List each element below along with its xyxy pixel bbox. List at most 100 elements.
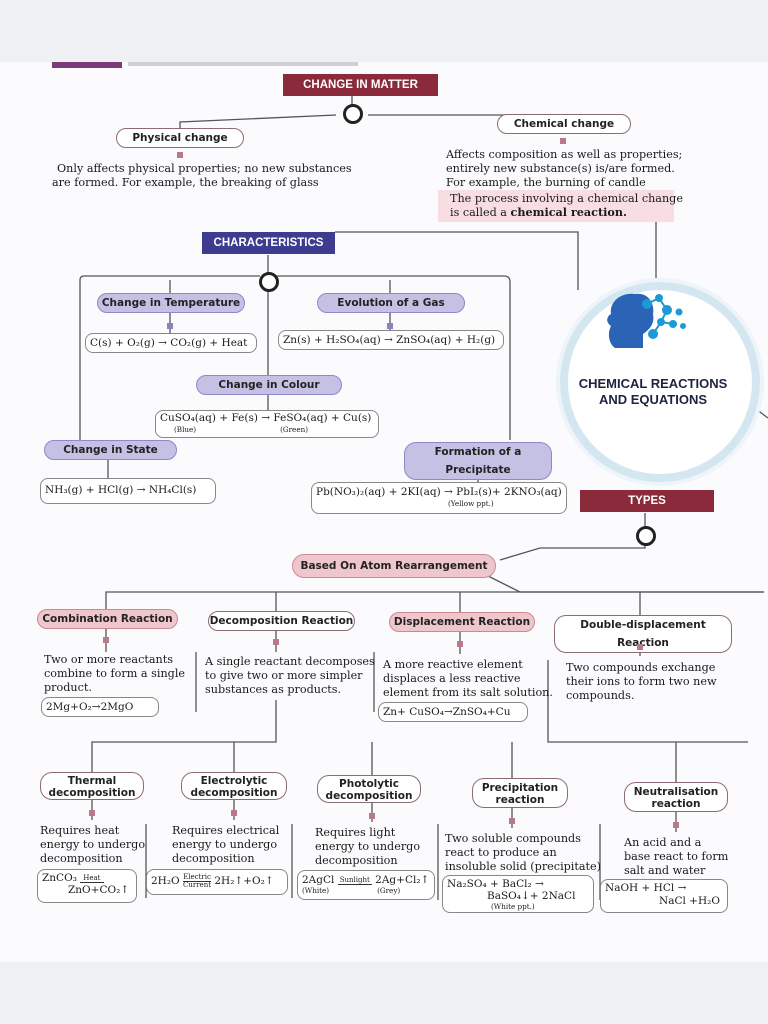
chemical-reaction-note-prefix: is called a xyxy=(450,206,511,219)
chemical-change-desc-1: Affects composition as well as propertie… xyxy=(446,148,683,161)
neutralisation-desc-3: salt and water xyxy=(624,864,706,877)
combination-desc-2: combine to form a single xyxy=(44,667,186,680)
types-header: TYPES xyxy=(580,490,714,512)
displacement-reaction-pill: Displacement Reaction xyxy=(389,612,535,632)
center-title-line2: AND EQUATIONS xyxy=(598,392,708,407)
precipitation-note: (White ppt.) xyxy=(491,902,535,911)
photolytic-label-1: Photolytic xyxy=(339,778,399,790)
double-desc-3: compounds. xyxy=(566,689,635,702)
displacement-marker xyxy=(457,641,463,647)
chemical-reaction-term: chemical reaction. xyxy=(510,205,627,219)
double-desc-2: their ions to form two new xyxy=(566,675,717,688)
change-in-matter-node xyxy=(343,104,363,124)
chemical-reaction-note xyxy=(438,190,674,222)
decomposition-reaction-pill: Decomposition Reaction xyxy=(208,611,355,631)
physical-change-marker xyxy=(177,152,183,158)
thermal-condition: Heat xyxy=(80,874,104,883)
precipitate-equation-box: Pb(NO₃)₂(aq) + 2KI(aq) → PbI₂(s)+ 2KNO₃(… xyxy=(311,482,567,514)
combination-marker xyxy=(103,637,109,643)
neutralisation-desc-2: base react to form xyxy=(624,850,729,863)
photolytic-note-grey: (Grey) xyxy=(377,886,401,895)
electrolytic-condition-2: Current xyxy=(183,880,212,889)
electrolytic-desc-1: Requires electrical xyxy=(172,824,280,837)
thermal-equation: ZnCO₃ Heat ZnO+CO₂↑ xyxy=(37,869,137,903)
characteristics-header: CHARACTERISTICS xyxy=(202,232,335,254)
precipitation-desc-2: react to produce an xyxy=(445,846,557,859)
precipitation-marker xyxy=(509,818,515,824)
neutralisation-label-1: Neutralisation xyxy=(633,786,719,798)
top-accent-bar xyxy=(52,62,122,68)
electrolytic-label-2: decomposition xyxy=(190,787,278,799)
colour-note-blue: (Blue) xyxy=(174,425,197,434)
gas-equation: Zn(s) + H₂SO₄(aq) → ZnSO₄(aq) + H₂(g) xyxy=(278,330,504,350)
precipitation-label-2: reaction xyxy=(495,794,545,806)
physical-change-desc-1: Only affects physical properties; no new… xyxy=(57,162,352,175)
precipitate-note: (Yellow ppt.) xyxy=(448,499,494,508)
combination-equation: 2Mg+O₂→2MgO xyxy=(41,697,159,717)
evolution-of-gas-pill: Evolution of a Gas xyxy=(317,293,465,313)
gas-marker xyxy=(387,323,393,329)
displacement-equation: Zn+ CuSO₄→ZnSO₄+Cu xyxy=(378,702,528,722)
change-in-colour-pill: Change in Colour xyxy=(196,375,342,395)
photolytic-notes: (White) (Grey) xyxy=(302,886,430,895)
double-displacement-pill: Double-displacement Reaction xyxy=(554,615,732,653)
neutralisation-marker xyxy=(673,822,679,828)
neutralisation-eq-line2: NaCl +H₂O xyxy=(659,895,720,907)
electrolytic-label-1: Electrolytic xyxy=(200,775,268,787)
neutralisation-desc-1: An acid and a xyxy=(624,836,702,849)
change-in-matter-header: CHANGE IN MATTER xyxy=(283,74,438,96)
photolytic-note-white: (White) xyxy=(302,886,330,895)
thermal-desc-3: decomposition xyxy=(40,852,123,865)
thermal-desc-2: energy to undergo xyxy=(40,838,146,851)
photolytic-condition: Sunlight xyxy=(337,876,372,885)
thermal-products: ZnO+CO₂↑ xyxy=(68,884,130,896)
electrolytic-marker xyxy=(231,810,237,816)
precipitation-equation: Na₂SO₄ + BaCl₂ → BaSO₄↓+ 2NaCl (White pp… xyxy=(442,875,594,913)
neutralisation-label-2: reaction xyxy=(651,798,701,810)
physical-change-desc-2: are formed. For example, the breaking of… xyxy=(52,176,319,189)
neutralisation-eq-line1: NaOH + HCl → xyxy=(605,882,687,894)
decomposition-marker xyxy=(273,639,279,645)
precipitation-desc-3: insoluble solid (precipitate) xyxy=(445,860,602,873)
precipitation-eq-line1: Na₂SO₄ + BaCl₂ → xyxy=(447,878,544,890)
combination-reaction-pill: Combination Reaction xyxy=(37,609,178,629)
photolytic-label-2: decomposition xyxy=(325,790,413,802)
temperature-marker xyxy=(167,323,173,329)
temperature-equation: C(s) + O₂(g) → CO₂(g) + Heat xyxy=(85,333,257,353)
chemical-change-pill: Chemical change xyxy=(497,114,631,134)
photolytic-desc-3: decomposition xyxy=(315,854,398,867)
state-equation: NH₃(g) + HCl(g) → NH₄Cl(s) xyxy=(40,478,216,504)
colour-notes: (Blue)(Green) xyxy=(160,425,374,434)
head-network-icon xyxy=(607,293,686,348)
electrolytic-desc-2: energy to undergo xyxy=(172,838,278,851)
electrolytic-condition-1: Electric xyxy=(183,872,212,882)
formation-of-precipitate-pill: Formation of a Precipitate xyxy=(404,442,552,480)
photolytic-desc-2: energy to undergo xyxy=(315,840,421,853)
electrolytic-desc-3: decomposition xyxy=(172,852,255,865)
change-in-state-pill: Change in State xyxy=(44,440,177,460)
colour-equation-box: CuSO₄(aq) + Fe(s) → FeSO₄(aq) + Cu(s) (B… xyxy=(155,410,379,438)
chemical-change-marker xyxy=(560,138,566,144)
electrolytic-products: 2H₂↑+O₂↑ xyxy=(214,875,274,887)
decomposition-desc-1: A single reactant decomposes xyxy=(205,655,375,668)
characteristics-node xyxy=(259,272,279,292)
combination-desc-3: product. xyxy=(44,681,92,694)
displacement-desc-2: displaces a less reactive xyxy=(383,672,521,685)
double-marker xyxy=(637,644,643,650)
chemical-reaction-note-1: The process involving a chemical change xyxy=(450,192,683,205)
precipitation-label-1: Precipitation xyxy=(481,782,559,794)
photolytic-equation: 2AgCl Sunlight 2Ag+Cl₂↑ (White)(Grey) xyxy=(297,870,435,900)
chemical-change-desc-2: entirely new substance(s) is/are formed. xyxy=(446,162,675,175)
precipitate-equation: Pb(NO₃)₂(aq) + 2KI(aq) → PbI₂(s)+ 2KNO₃(… xyxy=(316,486,562,498)
thermal-marker xyxy=(89,810,95,816)
decomposition-desc-2: to give two or more simpler xyxy=(205,669,363,682)
photolytic-products: 2Ag+Cl₂↑ xyxy=(375,874,430,886)
thermal-reactant: ZnCO₃ xyxy=(42,872,77,884)
precipitation-eq-line2: BaSO₄↓+ 2NaCl xyxy=(487,890,576,902)
